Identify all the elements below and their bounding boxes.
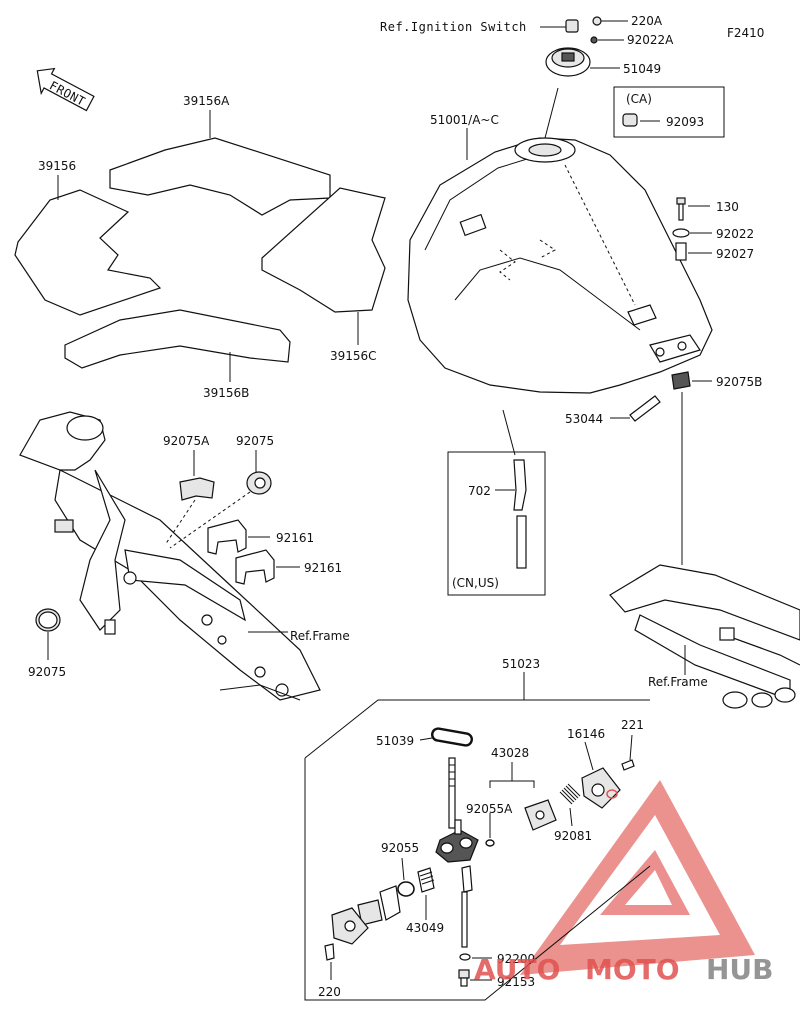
label-92153: 92153 [497,975,535,989]
watermark-logo [520,780,755,975]
label-39156: 39156 [38,159,76,173]
fuel-tank [407,137,713,394]
label-220: 220 [318,985,341,999]
label-221: 221 [621,718,644,732]
grommet-92075-left [35,608,61,632]
ca-variant-box: (CA) 92093 [613,86,725,138]
watermark-word-hub: HUB [706,953,774,986]
oring-92055 [397,881,415,897]
diaphragm-plate [524,799,557,831]
label-51039: 51039 [376,734,414,748]
screw-220A [592,16,602,26]
label-ref-frame-left: Ref.Frame [290,629,350,643]
label-51023: 51023 [502,657,540,671]
oring-92055A [485,839,495,847]
cn-us-variant-box: 702 (CN,US) [447,451,546,596]
label-39156B: 39156B [203,386,249,400]
fuel-cock-box [304,699,651,1001]
washer-92200 [459,953,471,961]
damper-92075B [671,371,691,390]
label-92075B: 92075B [716,375,762,389]
label-92055: 92055 [381,841,419,855]
screw-220 [324,943,335,961]
frame-left-ref [19,411,321,701]
frame-right-ref [609,564,800,709]
fuel-cap [545,47,591,77]
label-92161-a: 92161 [276,531,314,545]
pad-39156A [109,137,331,216]
label-51049: 51049 [623,62,661,76]
label-220A: 220A [631,14,663,28]
label-53044: 53044 [565,412,603,426]
bolt-130 [676,197,686,221]
collar-92027 [675,242,687,261]
label-43028: 43028 [491,746,529,760]
ignition-switch-ref [565,19,579,33]
ca-label: (CA) [626,92,652,106]
pad-39156B [64,309,291,369]
damper-92075A [179,477,215,501]
front-arrow-icon: FRONT [36,67,95,112]
cover-16146 [581,767,621,809]
label-702: 702 [468,484,491,498]
label-ref-ignition-switch: Ref.Ignition Switch [380,20,527,34]
label-ref-frame-right: Ref.Frame [648,675,708,689]
tube-53044 [629,395,661,422]
filter-43049 [417,867,435,893]
label-92200: 92200 [497,952,535,966]
label-130: 130 [716,200,739,214]
label-92075A: 92075A [163,434,210,448]
label-92161-b: 92161 [304,561,342,575]
cn-us-label: (CN,US) [452,576,499,590]
pad-39156 [14,189,162,316]
label-92022A: 92022A [627,33,674,47]
label-39156C: 39156C [330,349,377,363]
label-39156A: 39156A [183,94,230,108]
bracket-92161-a [207,519,247,555]
washer-92022A [590,36,598,44]
label-43049: 43049 [406,921,444,935]
bolt-92153 [458,969,470,987]
lever-parts [331,885,401,945]
washer-92022 [672,228,690,238]
label-92022: 92022 [716,227,754,241]
fuel-cock-body [435,757,479,948]
label-16146: 16146 [567,727,605,741]
grommet-92075-top [246,471,272,495]
label-92081: 92081 [554,829,592,843]
seal-51039 [431,727,473,747]
screw-221 [621,759,635,771]
label-92055A: 92055A [466,802,513,816]
spring-92081 [559,783,581,805]
bracket-92161-b [235,549,275,585]
label-92093: 92093 [666,115,704,129]
watermark-text: AUTO MOTO HUB [474,953,774,986]
pad-39156C [261,187,386,313]
label-51001: 51001/A~C [430,113,499,127]
watermark-word-auto: AUTO [474,953,560,986]
figure-code: F2410 [727,26,764,40]
watermark-word-moto: MOTO [585,953,680,986]
label-92075-top: 92075 [236,434,274,448]
label-92027: 92027 [716,247,754,261]
label-92075-left: 92075 [28,665,66,679]
